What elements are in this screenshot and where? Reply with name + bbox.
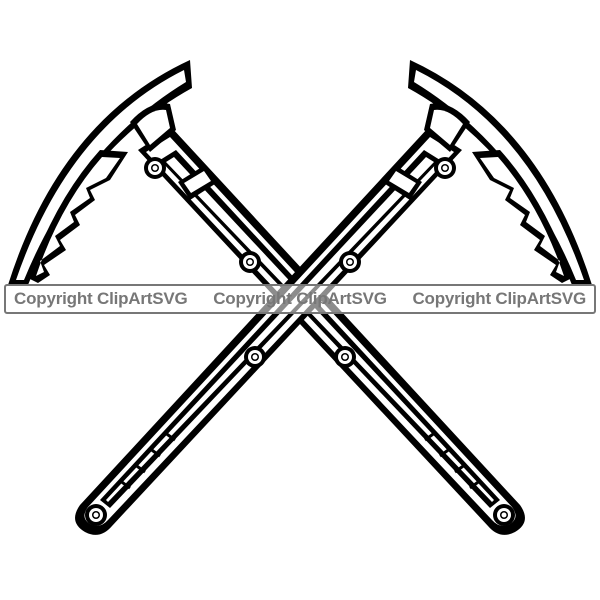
watermark-text: Copyright ClipArtSVG <box>412 289 586 308</box>
watermark-text: Copyright ClipArtSVG <box>213 289 387 308</box>
watermark-text: Copyright ClipArtSVG <box>14 289 188 308</box>
watermark-banner: Copyright ClipArtSVG Copyright ClipArtSV… <box>4 284 596 314</box>
